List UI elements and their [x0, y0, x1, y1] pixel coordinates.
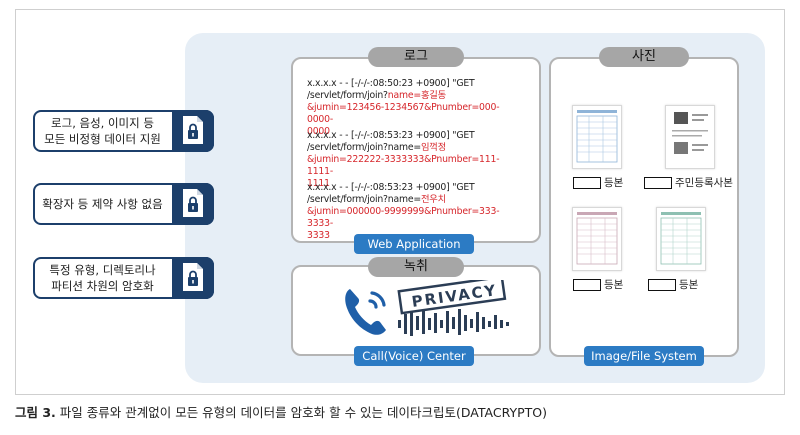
redaction-box: [573, 177, 601, 189]
log-sensitive-value: 전우치: [420, 194, 447, 205]
log-title: 로그: [368, 47, 464, 67]
document-thumbnail: [572, 207, 622, 271]
photo-title: 사진: [599, 47, 689, 67]
feature-box-no-extension-limit: 확장자 등 제약 사항 없음: [33, 183, 214, 225]
document-image: [576, 212, 618, 265]
document-thumbnail: [572, 105, 622, 169]
log-line: /servlet/form/join?name=홍길동: [307, 90, 522, 102]
redaction-box: [573, 279, 601, 291]
document-thumbnail: [656, 207, 706, 271]
document-label: 등본: [573, 277, 623, 292]
redaction-box: [644, 177, 672, 189]
privacy-sound-wave: [397, 280, 509, 336]
log-line: x.x.x.x - - [-/-/-:08:53:23 +0900] "GET: [307, 182, 475, 193]
feature-text-line: 확장자 등 제약 사항 없음: [42, 197, 163, 211]
lock-tab: [172, 110, 214, 152]
feature-text-line: 로그, 음성, 이미지 등: [51, 116, 154, 130]
log-box: [291, 57, 541, 243]
document-label: 등본: [648, 277, 698, 292]
document-image: [660, 212, 702, 265]
log-sensitive-value: 3333: [307, 230, 330, 241]
log-path: /servlet/form/join?name=: [307, 142, 421, 153]
log-line: /servlet/form/join?name=전우치: [307, 194, 522, 206]
image-file-system-label: Image/File System: [584, 346, 704, 366]
log-line: x.x.x.x - - [-/-/-:08:53:23 +0900] "GET: [307, 130, 475, 141]
log-sensitive-value: &jumin=222222-3333333&Pnumber=111-1111-: [307, 154, 500, 177]
lock-document-icon: [183, 189, 203, 217]
log-sensitive-value: name=홍길동: [387, 90, 447, 101]
log-sensitive-value: 1111: [307, 178, 330, 189]
lock-tab: [172, 257, 214, 299]
log-entry: x.x.x.x - - [-/-/-:08:50:23 +0900] "GET …: [307, 78, 522, 138]
log-path: /servlet/form/join?: [307, 90, 388, 101]
feature-box-unstructured: 로그, 음성, 이미지 등 모든 비정형 데이터 지원: [33, 110, 214, 152]
recording-title: 녹취: [368, 257, 464, 277]
log-sensitive-value: 0000: [307, 126, 330, 137]
document-image: [576, 110, 618, 163]
feature-text-line: 모든 비정형 데이터 지원: [44, 132, 161, 146]
figure-caption: 그림 3. 파일 종류와 관계없이 모든 유형의 데이터를 암호화 할 수 있는…: [15, 402, 547, 421]
log-entry: x.x.x.x - - [-/-/-:08:53:23 +0900] "GET …: [307, 182, 522, 242]
web-application-server-label: Web Application Server: [354, 234, 474, 271]
log-line: x.x.x.x - - [-/-/-:08:50:23 +0900] "GET: [307, 78, 475, 89]
document-thumbnail: [665, 105, 715, 169]
document-image: [672, 112, 708, 154]
log-path: /servlet/form/join?name=: [307, 194, 421, 205]
feature-text-line: 특정 유형, 디렉토리나: [49, 263, 156, 277]
call-center-label: Call(Voice) Center: [354, 346, 474, 366]
caption-text: 파일 종류와 관계없이 모든 유형의 데이터를 암호화 할 수 있는 데이타크립…: [55, 405, 548, 420]
log-sensitive-value: 임꺽정: [420, 142, 447, 153]
feature-text-line: 파티션 차원의 암호화: [51, 279, 154, 293]
phone-icon: [345, 289, 386, 335]
lock-document-icon: [183, 263, 203, 291]
lock-tab: [172, 183, 214, 225]
log-entry: x.x.x.x - - [-/-/-:08:53:23 +0900] "GET …: [307, 130, 522, 190]
log-sensitive-value: &jumin=123456-1234567&Pnumber=000-0000-: [307, 102, 500, 125]
log-sensitive-value: &jumin=000000-9999999&Pnumber=333-3333-: [307, 206, 500, 229]
document-label: 주민등록사본: [644, 175, 733, 190]
lock-document-icon: [183, 116, 203, 144]
feature-box-partition-encryption: 특정 유형, 디렉토리나 파티션 차원의 암호화: [33, 257, 214, 299]
document-label: 등본: [573, 175, 623, 190]
redaction-box: [648, 279, 676, 291]
figure-number: 그림 3.: [15, 405, 56, 420]
log-line: /servlet/form/join?name=임꺽정: [307, 142, 522, 154]
